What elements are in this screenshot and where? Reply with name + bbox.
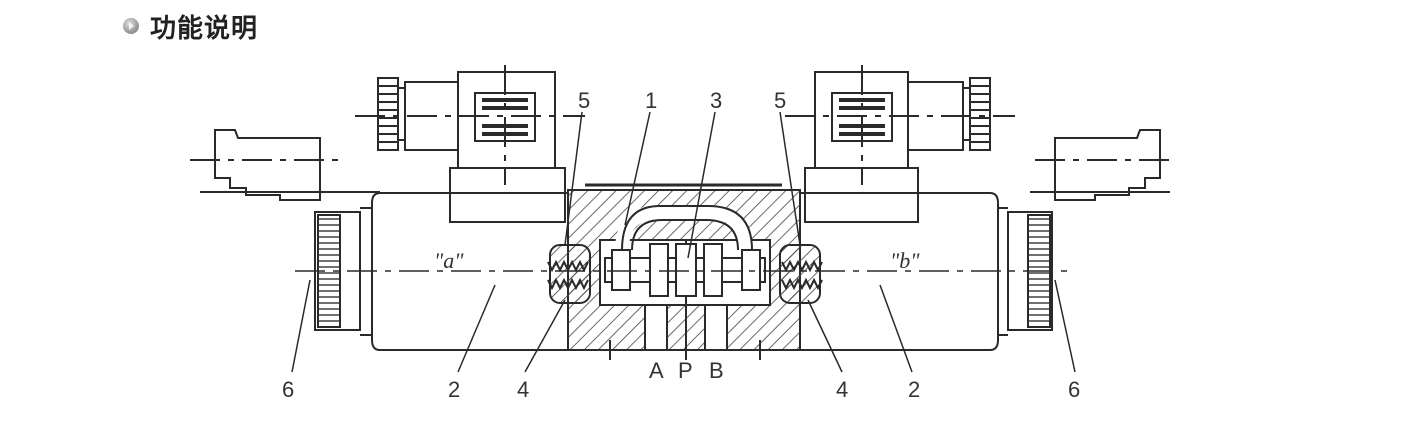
label-part-6-left: 6 [282, 377, 294, 402]
label-part-3: 3 [710, 88, 722, 113]
label-part-1: 1 [645, 88, 657, 113]
section-header: 功能说明 [122, 8, 258, 44]
port-label-a: A [649, 358, 664, 383]
label-part-5-right: 5 [774, 88, 786, 113]
port-label-p: P [678, 358, 693, 383]
section-title: 功能说明 [150, 13, 259, 44]
leader-lines [291, 111, 1076, 373]
label-part-5-left: 5 [578, 88, 590, 113]
spool [604, 243, 766, 297]
label-part-4-left: 4 [517, 377, 529, 402]
left-spring [547, 244, 591, 304]
label-part-6-right: 6 [1068, 377, 1080, 402]
disc-bullet-icon [123, 18, 139, 34]
right-solenoid-coil [785, 65, 1015, 223]
label-part-2-left: 2 [448, 377, 460, 402]
left-solenoid-body [314, 192, 569, 351]
solenoid-label-a: "a" [434, 248, 464, 273]
right-plug-connector [1030, 129, 1175, 201]
port-label-b: B [709, 358, 724, 383]
label-part-2-right: 2 [908, 377, 920, 402]
label-part-4-right: 4 [836, 377, 848, 402]
left-solenoid-coil [355, 65, 585, 223]
solenoid-label-b: "b" [890, 248, 920, 273]
right-spring [779, 244, 823, 304]
left-plug-connector [190, 129, 380, 201]
